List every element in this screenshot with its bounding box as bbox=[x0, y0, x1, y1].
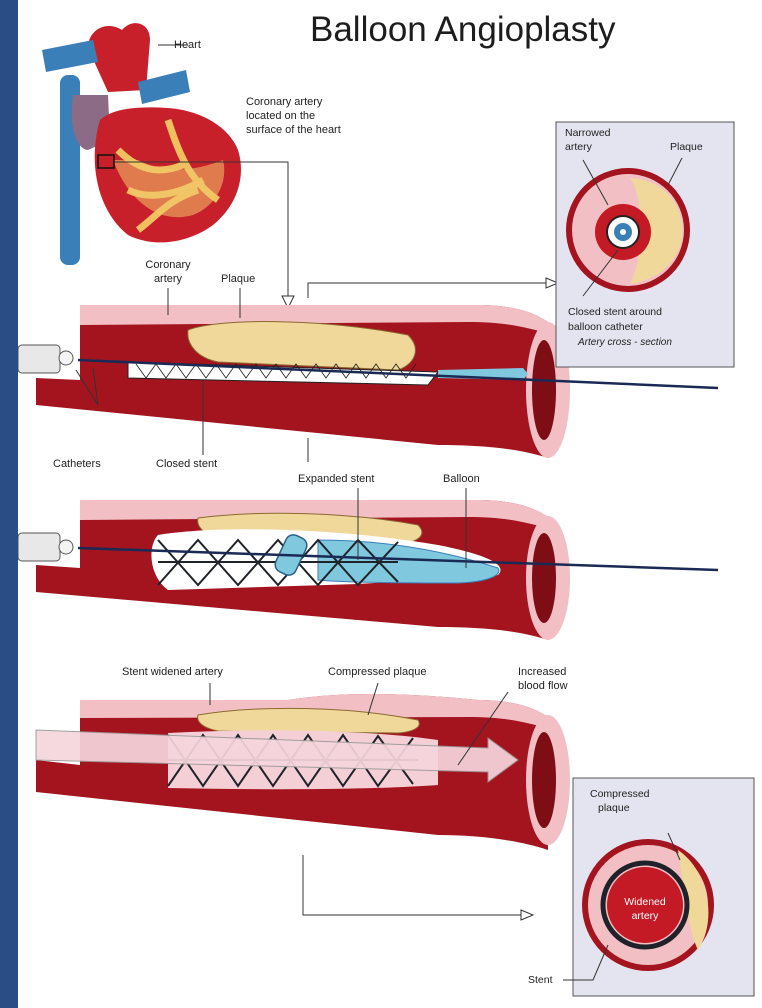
label-plaque: Plaque bbox=[221, 272, 255, 286]
diagram-title: Balloon Angioplasty bbox=[310, 8, 616, 52]
cs-bottom-compressed-2: plaque bbox=[598, 801, 630, 815]
catheter-port-1 bbox=[59, 351, 73, 365]
label-expanded-stent: Expanded stent bbox=[298, 472, 374, 486]
cross-section-bottom-leader bbox=[303, 855, 523, 915]
cs-bottom-stent: Stent bbox=[528, 973, 553, 987]
artery3-lumen-end bbox=[532, 732, 556, 828]
label-catheters: Catheters bbox=[53, 457, 101, 471]
label-compressed-plaque: Compressed plaque bbox=[328, 665, 426, 679]
label-closed-stent: Closed stent bbox=[156, 457, 217, 471]
cs-bottom-compressed-1: Compressed bbox=[590, 787, 650, 801]
cs1-wire bbox=[620, 229, 626, 235]
label-increased-2: blood flow bbox=[518, 679, 568, 693]
cs-top-closed-stent-1: Closed stent around bbox=[568, 305, 662, 319]
artery1-lumen-end bbox=[532, 340, 556, 440]
cross-section-bottom-arrow bbox=[521, 910, 533, 920]
cs-top-caption: Artery cross - section bbox=[578, 336, 672, 350]
cs-top-plaque: Plaque bbox=[670, 140, 703, 154]
pulmonary-vein-left bbox=[42, 40, 98, 72]
cs-top-narrowed-2: artery bbox=[565, 140, 592, 154]
cross-section-bottom bbox=[563, 778, 754, 996]
diagram-panel: Balloon Angioplasty Heart Coronary arter… bbox=[18, 0, 762, 1008]
label-coronary-located-1: Coronary artery bbox=[246, 95, 322, 109]
label-coronary-located-2: located on the bbox=[246, 109, 315, 123]
label-coronary-artery-2: artery bbox=[138, 272, 198, 286]
label-increased-1: Increased bbox=[518, 665, 566, 679]
catheter-hub-1 bbox=[18, 345, 60, 373]
label-heart: Heart bbox=[174, 38, 201, 52]
cs-top-closed-stent-2: balloon catheter bbox=[568, 320, 643, 334]
artery2-lumen-end bbox=[532, 533, 556, 623]
cross-section-top-leader bbox=[308, 283, 548, 298]
label-stent-widened-artery: Stent widened artery bbox=[122, 665, 223, 679]
catheter-hub-2 bbox=[18, 533, 60, 561]
label-coronary-located-3: surface of the heart bbox=[246, 123, 341, 137]
label-balloon: Balloon bbox=[443, 472, 480, 486]
artery-widened bbox=[36, 683, 570, 920]
diagram-art bbox=[18, 0, 762, 1008]
catheter-port-2 bbox=[59, 540, 73, 554]
label-coronary-artery-1: Coronary bbox=[138, 258, 198, 272]
cs-bottom-widened-2: artery bbox=[605, 909, 685, 923]
cs-bottom-widened-1: Widened bbox=[605, 895, 685, 909]
artery-expanded-stent bbox=[18, 488, 718, 640]
cs-top-narrowed-1: Narrowed bbox=[565, 126, 611, 140]
